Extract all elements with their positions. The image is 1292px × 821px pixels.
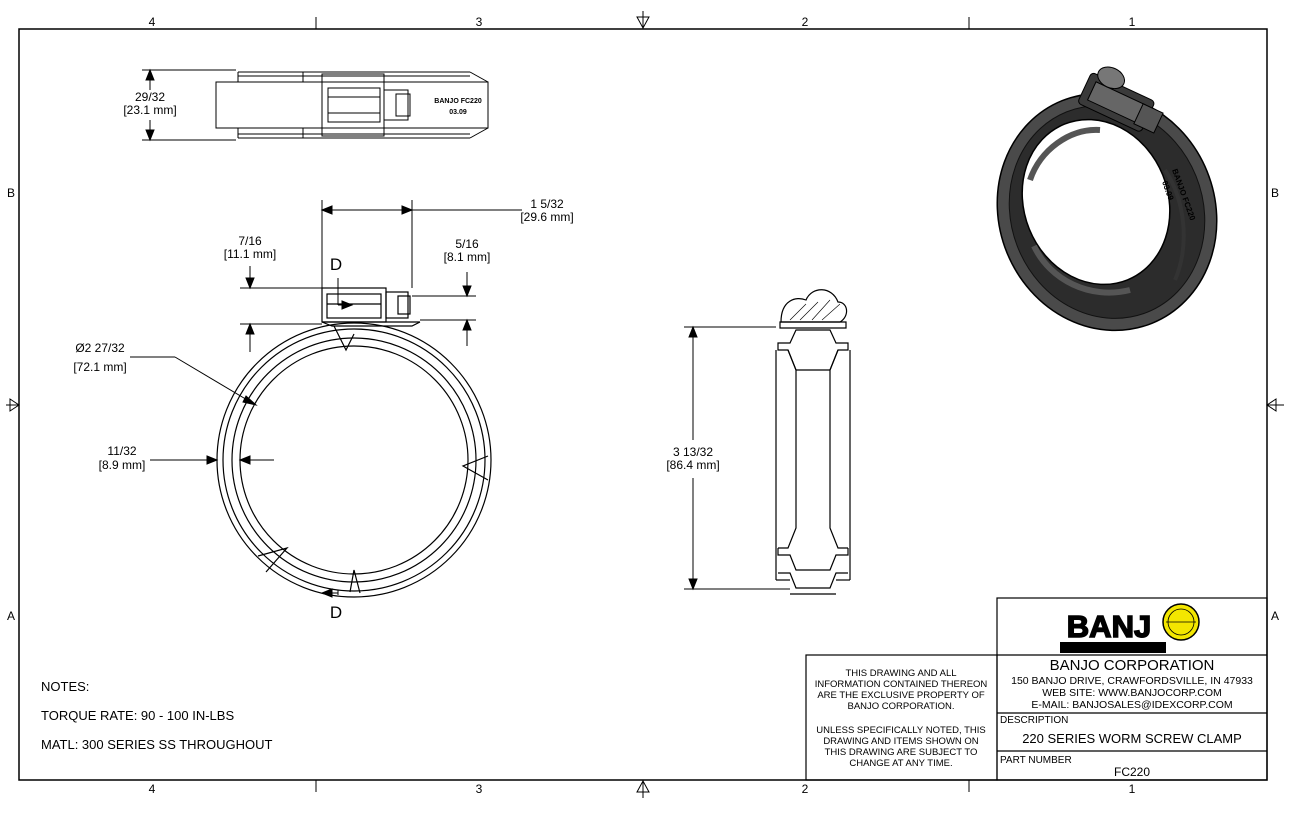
dim-screw-len-lines [320,200,522,288]
disclaimer-line-4: BANJO CORPORATION. [848,701,955,712]
notes-torque: TORQUE RATE: 90 - 100 IN-LBS [41,708,234,723]
front-view [216,287,492,598]
dim-diameter-frac: Ø2 27/32 [75,341,125,355]
zone-right-a: A [1271,609,1279,623]
dim-section-h-frac: 3 13/32 [673,445,713,459]
dim-housing-h-mm: [11.1 mm] [224,247,276,261]
company-name: BANJO CORPORATION [1050,657,1215,674]
dim-diameter-mm: [72.1 mm] [73,360,126,374]
dim-band-width-mm: [8.9 mm] [99,458,146,472]
zone-right-b: B [1271,186,1279,200]
description-value: 220 SERIES WORM SCREW CLAMP [1022,731,1242,746]
dim-section-h-mm: [86.4 mm] [666,458,719,472]
company-email: E-MAIL: BANJOSALES@IDEXCORP.COM [1031,699,1232,711]
top-view-marking-2: 03.09 [449,109,467,116]
logo-word: BANJ [1067,609,1151,644]
dim-diameter-leader [130,356,258,406]
dim-screw-len-mm: [29.6 mm] [520,210,573,224]
section-view [775,289,851,595]
company-web: WEB SITE: WWW.BANJOCORP.COM [1042,687,1221,699]
dim-housing-h-frac: 7/16 [238,234,262,248]
dim-screw-len-frac: 1 5/32 [530,197,564,211]
company-address: 150 BANJO DRIVE, CRAWFORDSVILLE, IN 4793… [1011,675,1253,687]
part-number-label: PART NUMBER [1000,755,1072,766]
disclaimer-line-2: INFORMATION CONTAINED THEREON [815,679,988,690]
dim-screw-h-lines [412,272,476,346]
top-view [215,71,489,139]
zone-ticks [315,17,970,792]
banjo-logo [1060,603,1200,653]
zone-bottom-4: 4 [149,782,156,796]
dim-band-width-lines [150,455,274,465]
notes-heading: NOTES: [41,679,89,694]
zone-left-a: A [7,609,15,623]
zone-top-4: 4 [149,15,156,29]
disclaimer-line-6: DRAWING AND ITEMS SHOWN ON [823,736,978,747]
iso-view [996,66,1218,332]
logo-sub: CORPORATION [1069,643,1158,653]
disclaimer-line-1: THIS DRAWING AND ALL [845,668,956,679]
section-arrows [320,278,354,598]
dim-top-height-lines [142,68,236,142]
disclaimer-line-7: THIS DRAWING ARE SUBJECT TO [825,747,978,758]
top-view-marking-1: BANJO FC220 [434,98,482,105]
dim-section-h-lines [684,325,790,591]
zone-bottom-2: 2 [802,782,809,796]
zone-left-b: B [7,186,15,200]
zone-top-2: 2 [802,15,809,29]
notes-material: MATL: 300 SERIES SS THROUGHOUT [41,737,272,752]
title-block-lines [805,597,1268,781]
disclaimer-line-3: ARE THE EXCLUSIVE PROPERTY OF [817,690,985,701]
disclaimer-line-5: UNLESS SPECIFICALLY NOTED, THIS [816,725,985,736]
section-label-bottom: D [330,603,342,622]
zone-top-3: 3 [476,15,483,29]
center-marks [6,11,1284,798]
disclaimer-line-8: CHANGE AT ANY TIME. [849,758,952,769]
zone-bottom-1: 1 [1129,782,1136,796]
dim-top-height-frac: 29/32 [135,90,165,104]
dim-screw-h-frac: 5/16 [455,237,479,251]
zone-top-1: 1 [1129,15,1136,29]
dim-band-width-frac: 11/32 [107,444,136,458]
zone-bottom-3: 3 [476,782,483,796]
part-number-value: FC220 [1114,765,1150,779]
section-label-top: D [330,255,342,274]
description-label: DESCRIPTION [1000,715,1068,726]
dim-screw-h-mm: [8.1 mm] [444,250,491,264]
dim-housing-h-lines [240,266,322,352]
dim-top-height-mm: [23.1 mm] [123,103,176,117]
